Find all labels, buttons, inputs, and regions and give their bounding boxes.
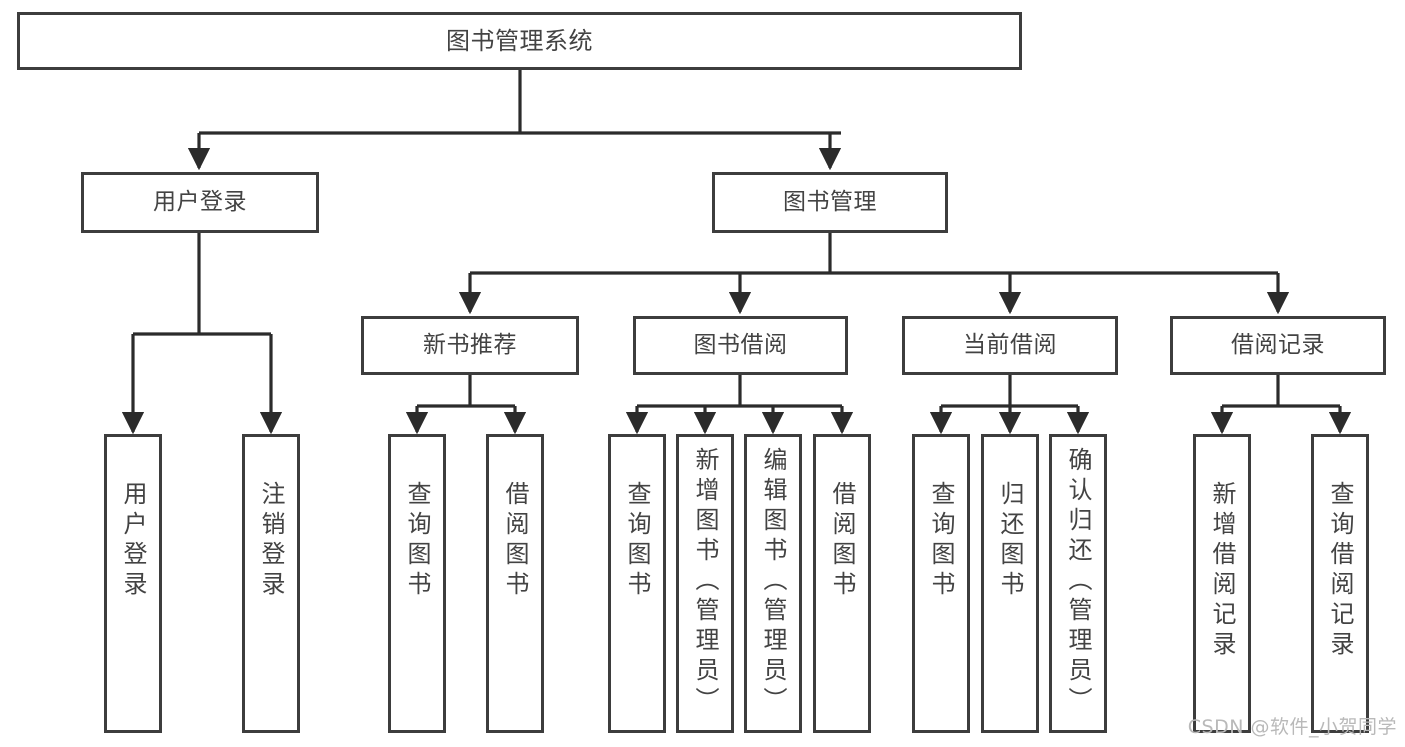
node-borrow-record[interactable]: 借阅记录 <box>1170 316 1386 375</box>
leaf-borrow-query-book[interactable]: 查询图书 <box>608 434 666 733</box>
node-label: 用户登录 <box>153 188 247 215</box>
leaf-current-return-book[interactable]: 归还图书 <box>981 434 1039 733</box>
node-label: 注销登录 <box>257 481 285 601</box>
leaf-recommend-query-book[interactable]: 查询图书 <box>388 434 446 733</box>
node-label: 确认归还（管理员） <box>1064 447 1092 717</box>
leaf-current-query-book[interactable]: 查询图书 <box>912 434 970 733</box>
node-label: 新书推荐 <box>423 331 517 358</box>
node-label: 图书借阅 <box>693 331 788 358</box>
leaf-borrow-edit-book-admin[interactable]: 编辑图书（管理员） <box>744 434 802 733</box>
node-root-book-management-system[interactable]: 图书管理系统 <box>17 12 1022 70</box>
node-label: 借阅图书 <box>501 481 529 601</box>
node-label: 借阅记录 <box>1231 331 1325 358</box>
node-label: 新增借阅记录 <box>1208 481 1236 661</box>
node-label: 借阅图书 <box>828 481 856 601</box>
leaf-user-logout[interactable]: 注销登录 <box>242 434 300 733</box>
node-new-book-recommend[interactable]: 新书推荐 <box>361 316 579 375</box>
node-label: 查询图书 <box>927 481 955 601</box>
leaf-user-login[interactable]: 用户登录 <box>104 434 162 733</box>
node-book-borrow[interactable]: 图书借阅 <box>633 316 848 375</box>
node-label: 查询借阅记录 <box>1326 481 1354 661</box>
leaf-current-confirm-return-admin[interactable]: 确认归还（管理员） <box>1049 434 1107 733</box>
leaf-borrow-add-book-admin[interactable]: 新增图书（管理员） <box>676 434 734 733</box>
node-label: 编辑图书（管理员） <box>759 447 787 717</box>
node-book-management[interactable]: 图书管理 <box>712 172 948 233</box>
node-label: 新增图书（管理员） <box>691 447 719 717</box>
watermark-text: CSDN @软件_小贺同学 <box>1187 716 1397 738</box>
leaf-record-query-borrow-record[interactable]: 查询借阅记录 <box>1311 434 1369 733</box>
node-label: 当前借阅 <box>963 331 1057 358</box>
node-label: 归还图书 <box>996 481 1024 601</box>
leaf-recommend-borrow-book[interactable]: 借阅图书 <box>486 434 544 733</box>
node-user-login[interactable]: 用户登录 <box>81 172 319 233</box>
node-label: 图书管理 <box>783 188 877 215</box>
node-label: 图书管理系统 <box>446 26 593 55</box>
leaf-record-add-borrow-record[interactable]: 新增借阅记录 <box>1193 434 1251 733</box>
leaf-borrow-borrow-book[interactable]: 借阅图书 <box>813 434 871 733</box>
node-label: 用户登录 <box>119 481 147 601</box>
node-current-borrow[interactable]: 当前借阅 <box>902 316 1118 375</box>
node-label: 查询图书 <box>623 481 651 601</box>
node-label: 查询图书 <box>403 481 431 601</box>
